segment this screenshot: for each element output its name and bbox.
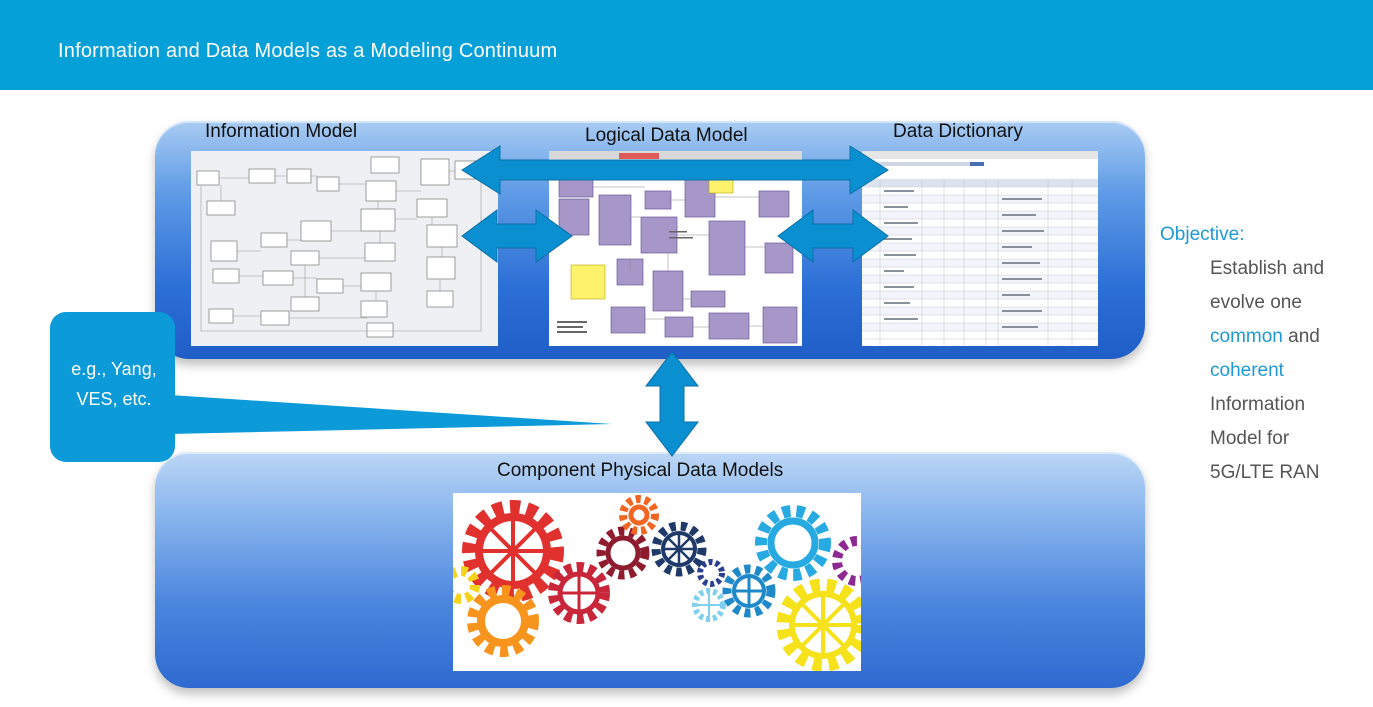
objective-word-and: and: [1282, 326, 1320, 347]
gears-illustration: [453, 493, 861, 671]
callout-line-2: VES, etc.: [76, 389, 152, 409]
example-callout: e.g., Yang, VES, etc.: [50, 312, 175, 462]
objective-line-6: Model for: [1210, 428, 1290, 449]
objective-word-coherent: coherent: [1210, 360, 1284, 381]
component-physical-data-models-label: Component Physical Data Models: [497, 460, 784, 481]
callout-text: e.g., Yang, VES, etc.: [62, 354, 166, 414]
objective-block: Objective: Establish and evolve one comm…: [1160, 218, 1324, 490]
objective-line-3: common and: [1210, 320, 1324, 354]
objective-word-common: common: [1210, 326, 1283, 347]
objective-line-5: Information: [1210, 394, 1306, 415]
data-dictionary-label: Data Dictionary: [893, 121, 1023, 142]
header-bar: Information and Data Models as a Modelin…: [0, 0, 1373, 90]
information-model-label: Information Model: [205, 121, 358, 142]
objective-line-2: evolve one: [1210, 292, 1302, 313]
callout-line-1: e.g., Yang,: [71, 359, 157, 379]
data-dictionary-table: [862, 151, 1098, 346]
logical-data-model-label: Logical Data Model: [585, 125, 748, 146]
objective-body: Establish and evolve one common and cohe…: [1210, 252, 1324, 490]
objective-line-7: 5G/LTE RAN: [1210, 462, 1320, 483]
objective-heading: Objective:: [1160, 224, 1245, 245]
objective-line-1: Establish and: [1210, 258, 1325, 279]
page-title: Information and Data Models as a Modelin…: [58, 40, 558, 62]
